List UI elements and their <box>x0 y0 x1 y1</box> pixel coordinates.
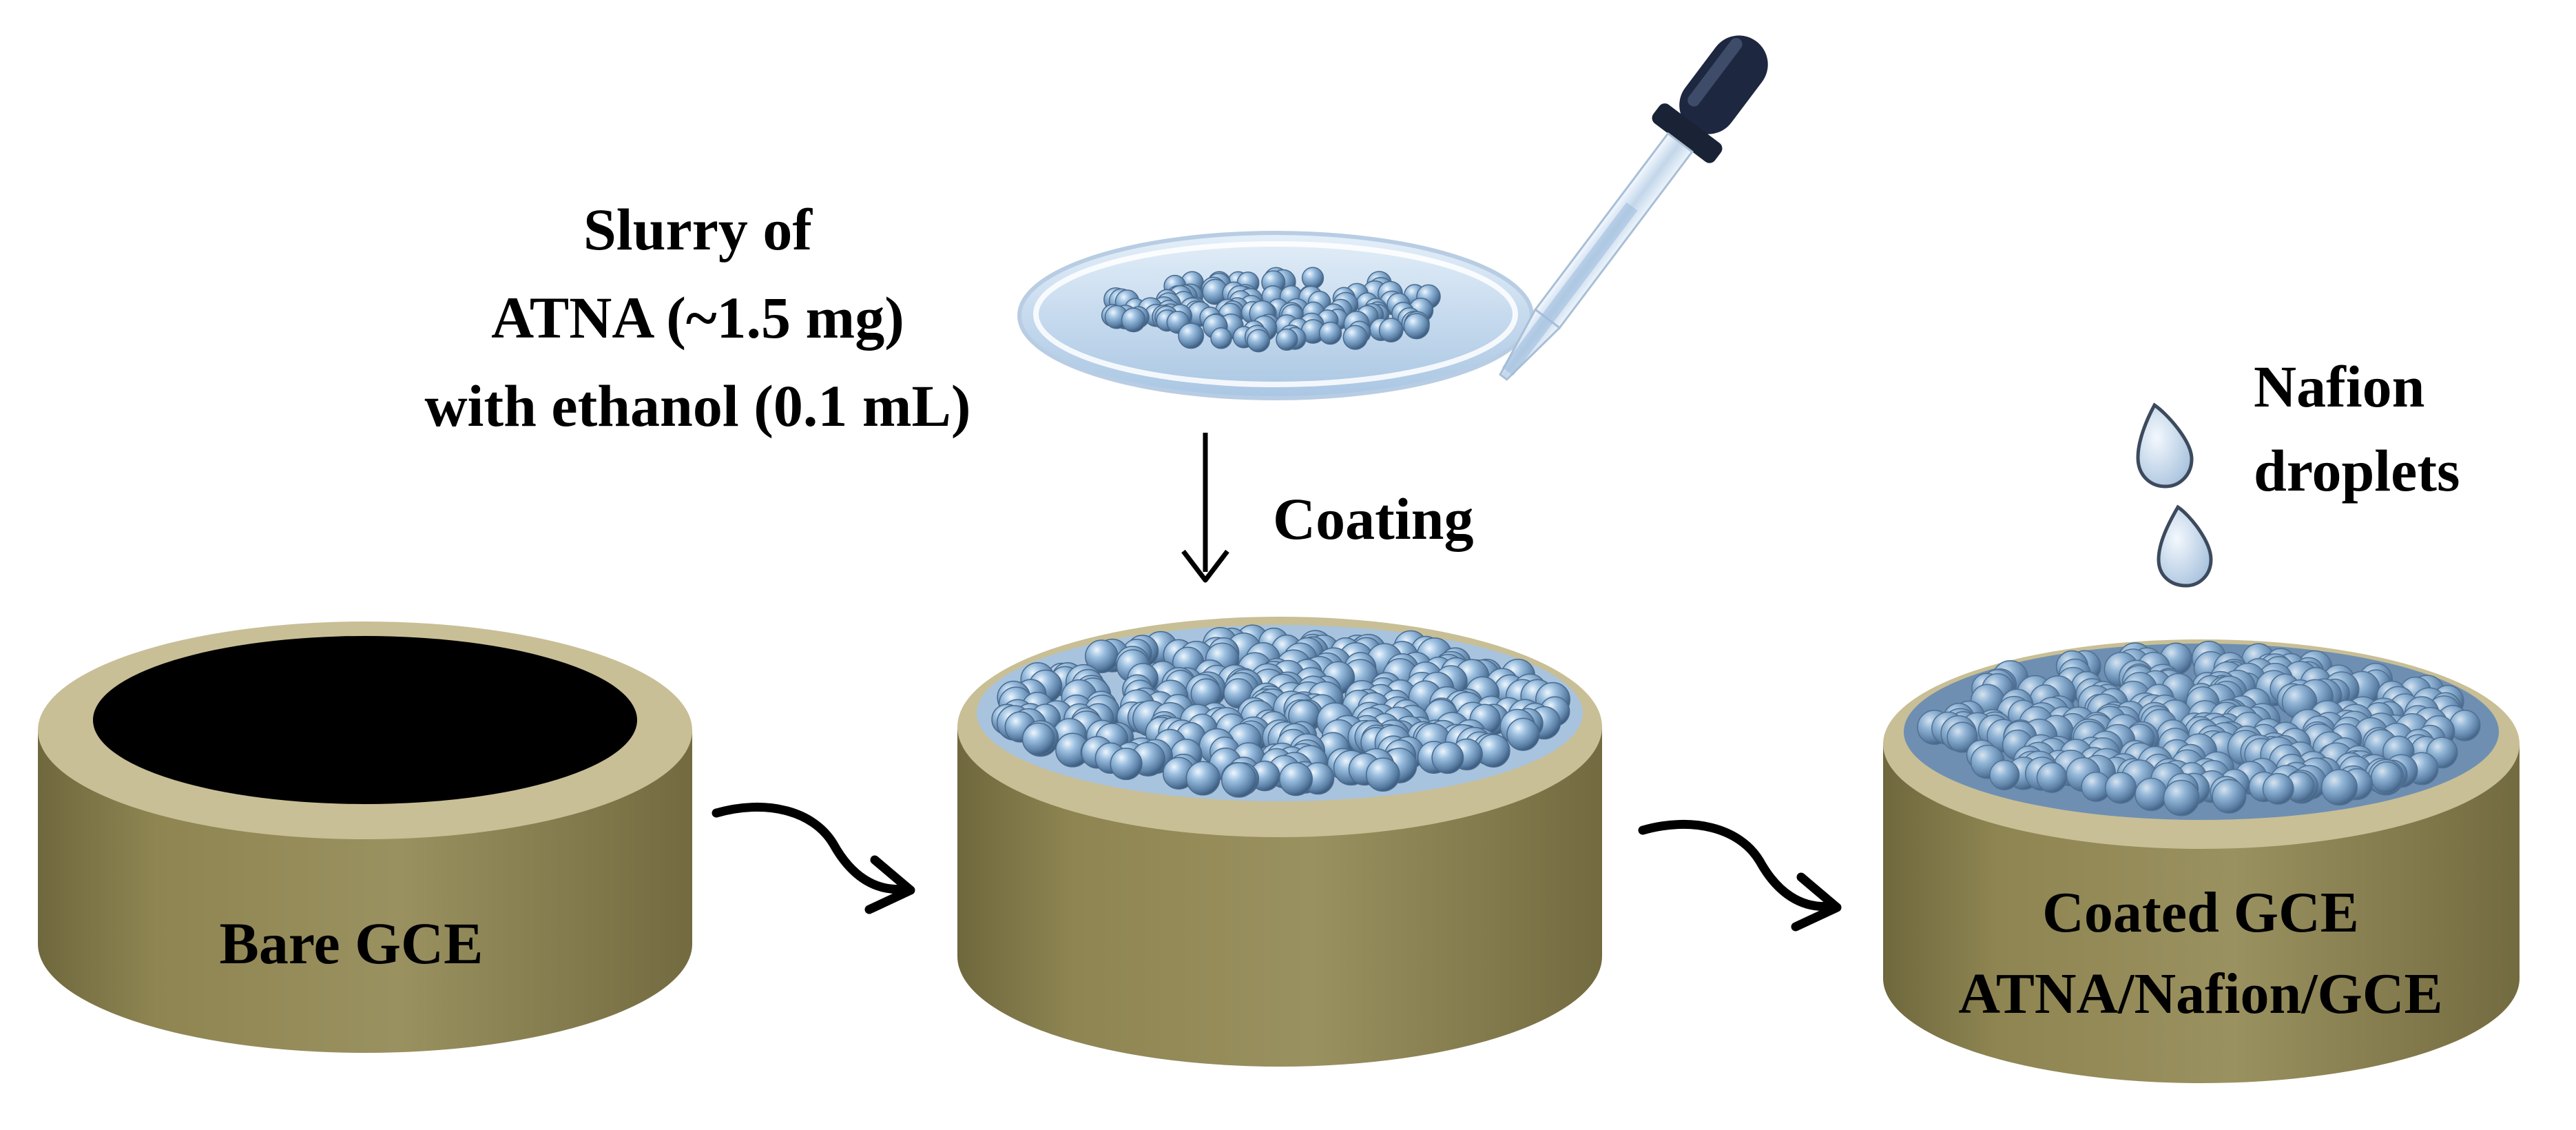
atna-nafion-particle <box>1989 759 2020 790</box>
coating-electrode <box>957 617 1602 1067</box>
nafion-label-line2: droplets <box>2254 438 2460 504</box>
process-arrow-1 <box>711 802 911 894</box>
atna-particle <box>1185 761 1221 796</box>
slurry-particle <box>1378 318 1404 342</box>
atna-particle <box>1506 717 1540 751</box>
slurry-particle <box>1342 325 1368 350</box>
slurry-particle <box>1247 329 1270 353</box>
bare-gce-electrode <box>38 622 692 1053</box>
droplet-icon <box>2136 402 2194 489</box>
slurry-particles <box>1101 267 1441 353</box>
slurry-label-line3: with ethanol (0.1 mL) <box>424 373 970 439</box>
atna-nafion-particle <box>2262 772 2294 805</box>
nafion-coated-electrode <box>1883 639 2520 1083</box>
slurry-particle <box>1318 321 1342 345</box>
atna-nafion-particle <box>2036 762 2068 793</box>
atna-particle <box>1221 762 1257 798</box>
atna-nafion-particle <box>1946 721 1978 753</box>
atna-nafion-particle <box>2321 769 2358 806</box>
slurry-particle <box>1403 313 1430 340</box>
coated-gce-label: Coated GCE <box>2042 881 2359 945</box>
bare-gce-label: Bare GCE <box>219 910 483 976</box>
atna-nafion-particle <box>2212 779 2247 814</box>
atna-particle-layer <box>991 624 1570 798</box>
process-arrow-2 <box>1638 819 1837 912</box>
droplet-icon <box>2157 504 2213 588</box>
atna-particle <box>1110 748 1143 781</box>
atna-particle <box>1278 762 1313 797</box>
petri-dish-icon <box>1017 231 1534 400</box>
slurry-particle <box>1178 322 1205 349</box>
bare-electrode-surface <box>93 636 637 804</box>
atna-nafion-particle-layer <box>1917 641 2481 816</box>
slurry-particle <box>1301 267 1325 289</box>
coating-label: Coating <box>1273 486 1473 552</box>
atna-particle <box>1365 757 1400 792</box>
slurry-label-line2: ATNA (~1.5 mg) <box>491 285 904 351</box>
slurry-particle <box>1276 328 1298 351</box>
dropper-icon <box>1499 35 1768 381</box>
atna-nafion-particle <box>2163 779 2200 816</box>
slurry-particle <box>1121 307 1146 333</box>
slurry-particle <box>1210 327 1232 349</box>
slurry-label-line1: Slurry of <box>583 196 813 263</box>
atna-particle <box>1431 741 1464 774</box>
nafion-label-line1: Nafion <box>2254 353 2424 420</box>
atna-nafion-gce-label: ATNA/Nafion/GCE <box>1958 962 2442 1026</box>
atna-particle <box>1021 722 1055 756</box>
